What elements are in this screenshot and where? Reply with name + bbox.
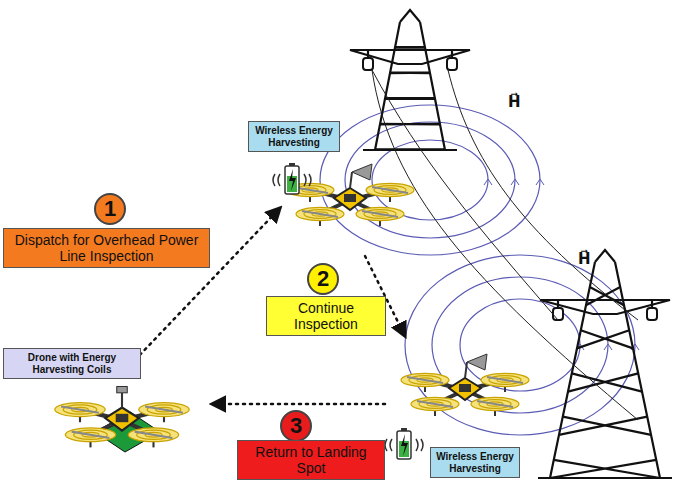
drone-inspecting-bottom <box>401 354 529 416</box>
drone-landed <box>55 387 189 448</box>
energy-box: Wireless Energy Harvesting <box>248 121 340 152</box>
callout-number: 1 <box>104 196 116 221</box>
box-text: Continue Inspection <box>271 300 381 332</box>
box-text: Dispatch for Overhead Power Line Inspect… <box>8 232 205 264</box>
travel-arrow <box>212 403 385 406</box>
box-text: Wireless Energy Harvesting <box>253 125 335 148</box>
process-box: Continue Inspection <box>266 296 386 336</box>
caption-box: Drone with Energy Harvesting Coils <box>3 348 141 379</box>
energy-box: Wireless Energy Harvesting <box>430 447 520 478</box>
magnetic-field-top <box>320 105 544 255</box>
process-box: Return to Landing Spot <box>237 440 385 480</box>
tower-top <box>350 10 470 150</box>
callout-number: 3 <box>290 413 302 438</box>
box-text: Drone with Energy Harvesting Coils <box>8 352 136 375</box>
box-text: Return to Landing Spot <box>242 444 380 476</box>
field-label: H⃗ <box>508 93 521 111</box>
box-text: Wireless Energy Harvesting <box>435 451 515 474</box>
tower-bottom <box>538 250 672 478</box>
callout-circle: 3 <box>280 410 312 442</box>
power-lines <box>372 70 638 420</box>
drone-inspecting-top <box>286 164 414 226</box>
process-box: Dispatch for Overhead Power Line Inspect… <box>3 228 210 268</box>
battery-top <box>273 163 311 194</box>
callout-circle: 1 <box>94 193 126 225</box>
callout-number: 2 <box>317 266 329 291</box>
callout-circle: 2 <box>307 263 339 295</box>
magnetic-field-bottom <box>405 255 639 435</box>
battery-bottom <box>385 428 423 459</box>
field-label: H⃗ <box>578 250 591 268</box>
